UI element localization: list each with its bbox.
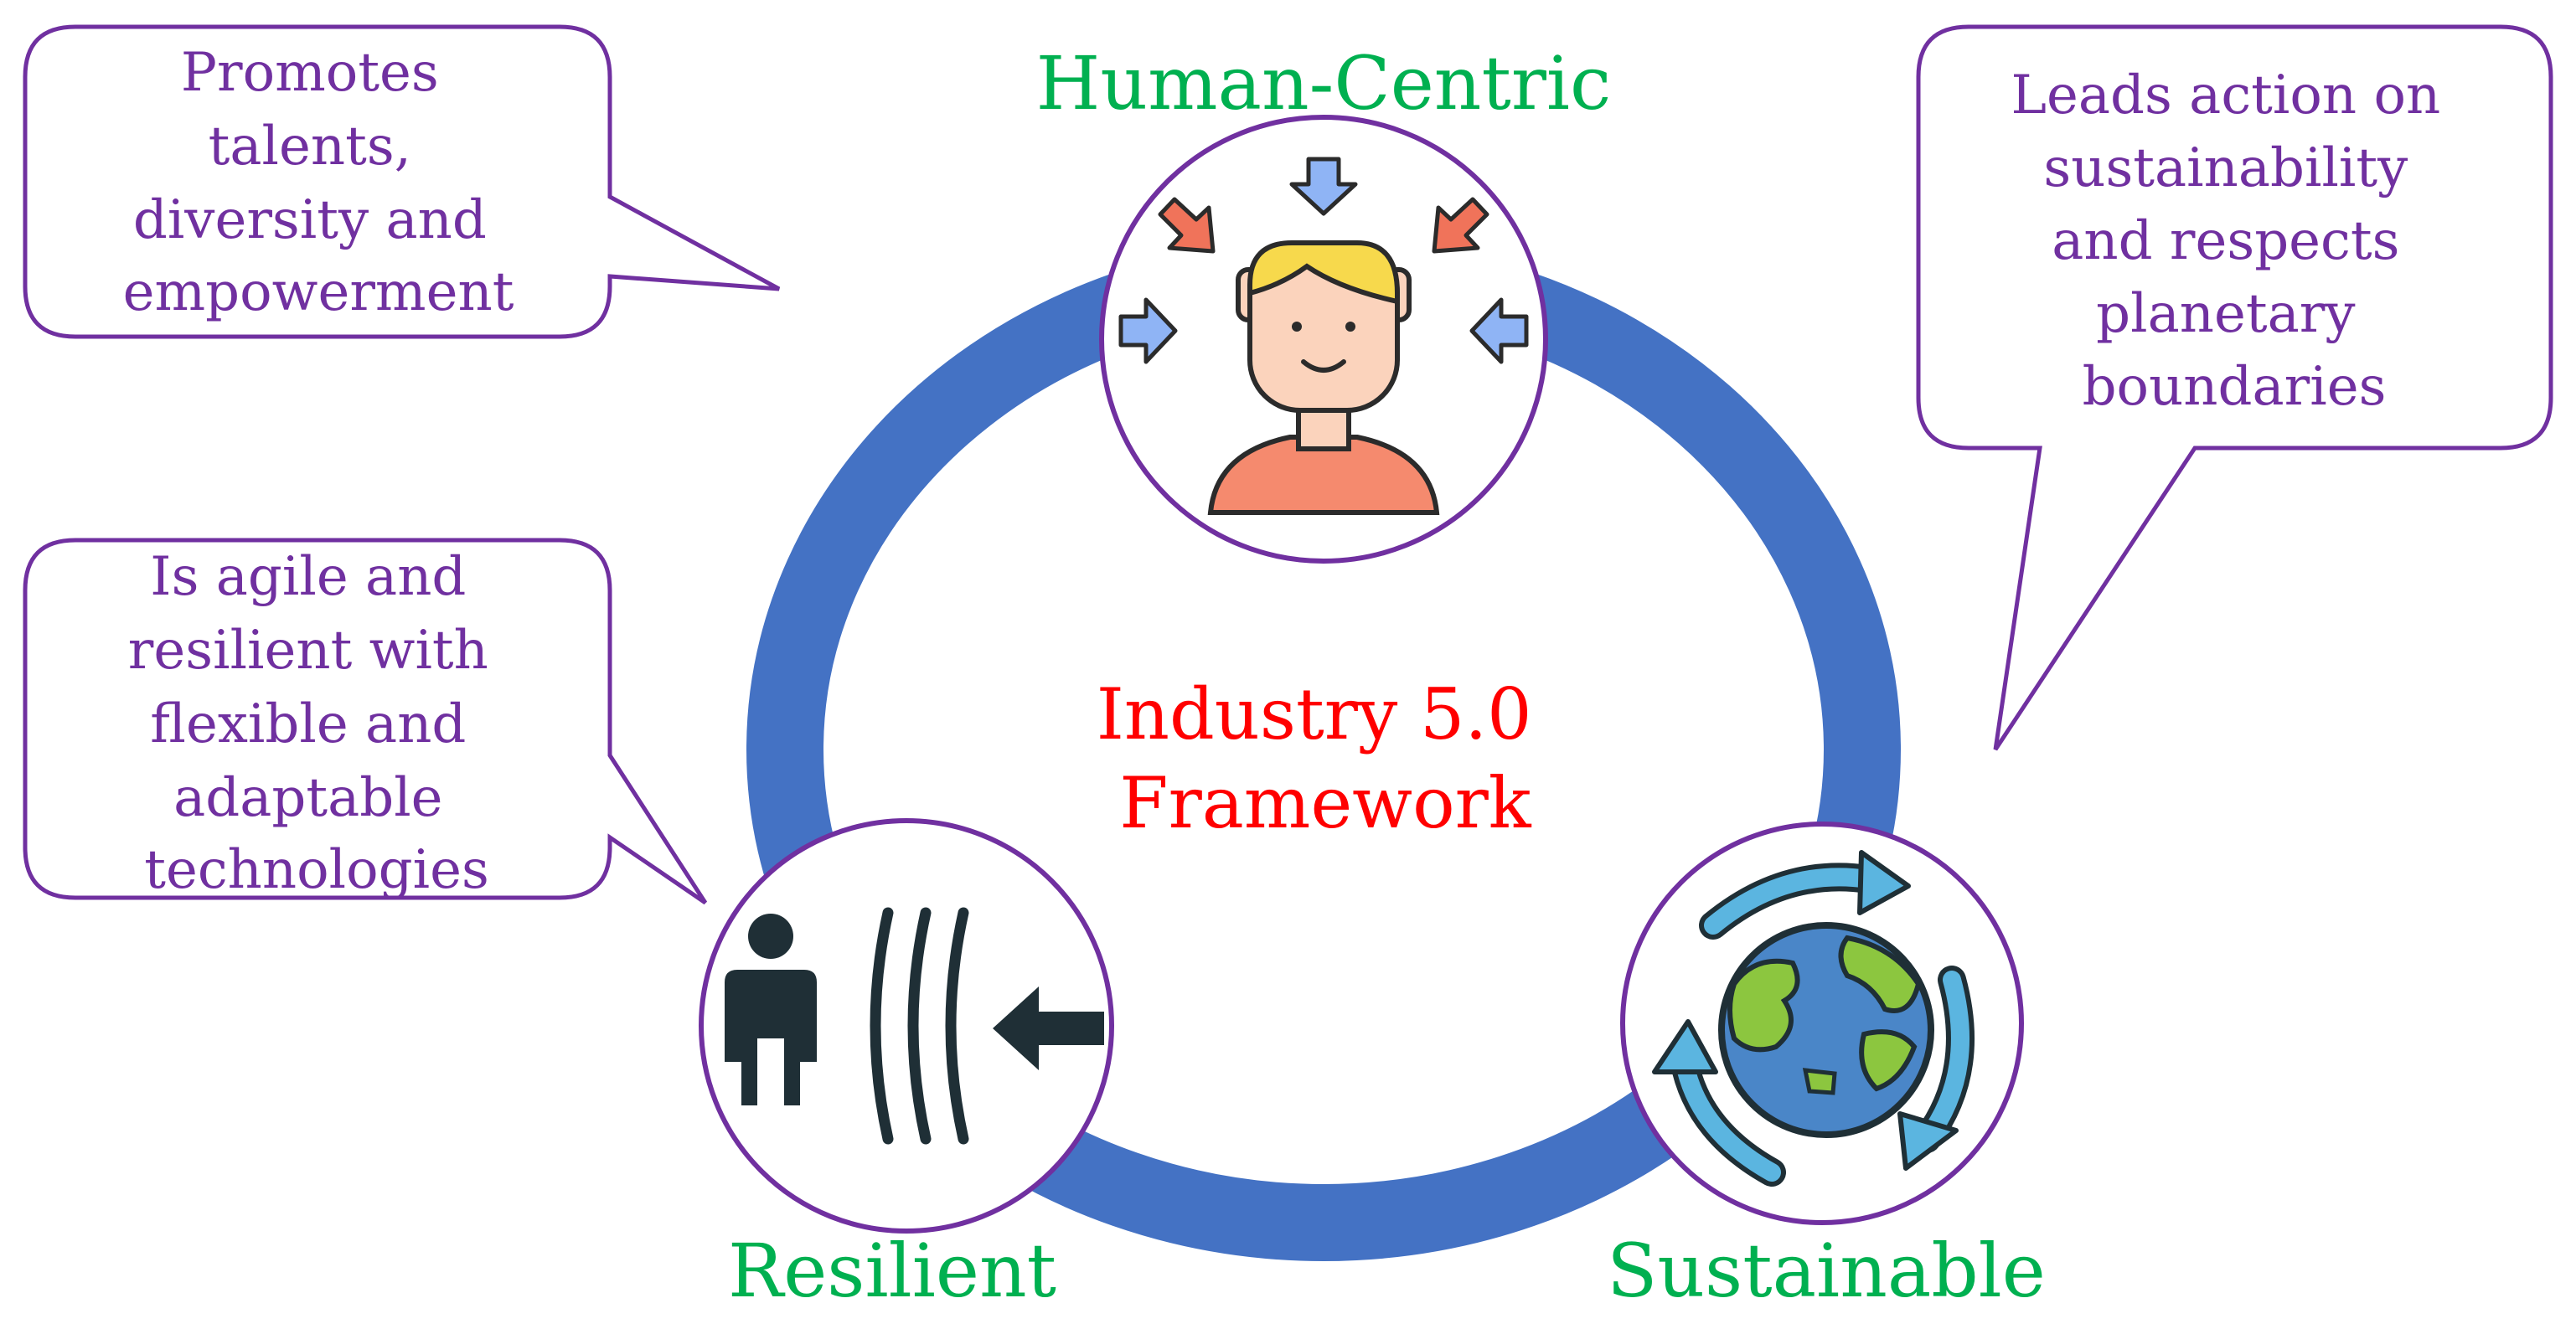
callout-talents: Promotes talents, diversity and empowerm… xyxy=(23,24,781,339)
center-title-line-1: Industry 5.0 xyxy=(1097,673,1532,755)
sustainable-label: Sustainable xyxy=(1607,1228,2046,1314)
callout-talents-line-3: diversity and xyxy=(133,189,487,251)
callout-talents-line-4: empowerment xyxy=(123,261,514,323)
callout-sustainability-line-2: sustainability xyxy=(2043,137,2408,199)
resilient-label: Resilient xyxy=(728,1228,1056,1314)
callout-sustainability-line-5: boundaries xyxy=(2083,356,2387,418)
center-title-line-2: Framework xyxy=(1119,762,1532,844)
callout-agile-line-2: resilient with xyxy=(128,620,488,682)
callout-agile-line-3: flexible and xyxy=(150,693,466,755)
svg-text:Is agile and resilient w: Is agile and resilient with flexible and… xyxy=(128,546,505,901)
svg-text:Leads action on sustaina: Leads action on sustainability and respe… xyxy=(2011,64,2457,418)
callout-sustainability: Leads action on sustainability and respe… xyxy=(1916,24,2553,751)
resilient-node xyxy=(699,818,1114,1234)
callout-talents-line-1: Promotes xyxy=(181,42,439,104)
person-icon xyxy=(1118,157,1529,515)
callout-agile-line-4: adaptable xyxy=(173,767,442,829)
resilience-icon xyxy=(725,907,1104,1145)
center-title: Industry 5.0 Framework xyxy=(1097,673,1555,844)
callout-agile-line-1: Is agile and xyxy=(150,546,466,608)
svg-text:Promotes talents,: Promotes talents, diversity and empowerm… xyxy=(123,42,514,323)
callout-talents-line-2: talents, xyxy=(209,116,411,178)
sustainable-node xyxy=(1620,822,2024,1225)
globe-cycle-icon xyxy=(1652,850,1975,1187)
callout-agile: Is agile and resilient with flexible and… xyxy=(23,538,708,905)
human-centric-label: Human-Centric xyxy=(1036,40,1612,126)
callout-sustainability-line-3: and respects xyxy=(2052,210,2399,272)
human-centric-node xyxy=(1099,115,1548,564)
inward-arrows-icon xyxy=(1118,157,1529,364)
callout-sustainability-line-1: Leads action on xyxy=(2011,64,2440,126)
callout-agile-line-5: technologies xyxy=(144,839,489,901)
callout-sustainability-line-4: planetary xyxy=(2096,283,2355,345)
